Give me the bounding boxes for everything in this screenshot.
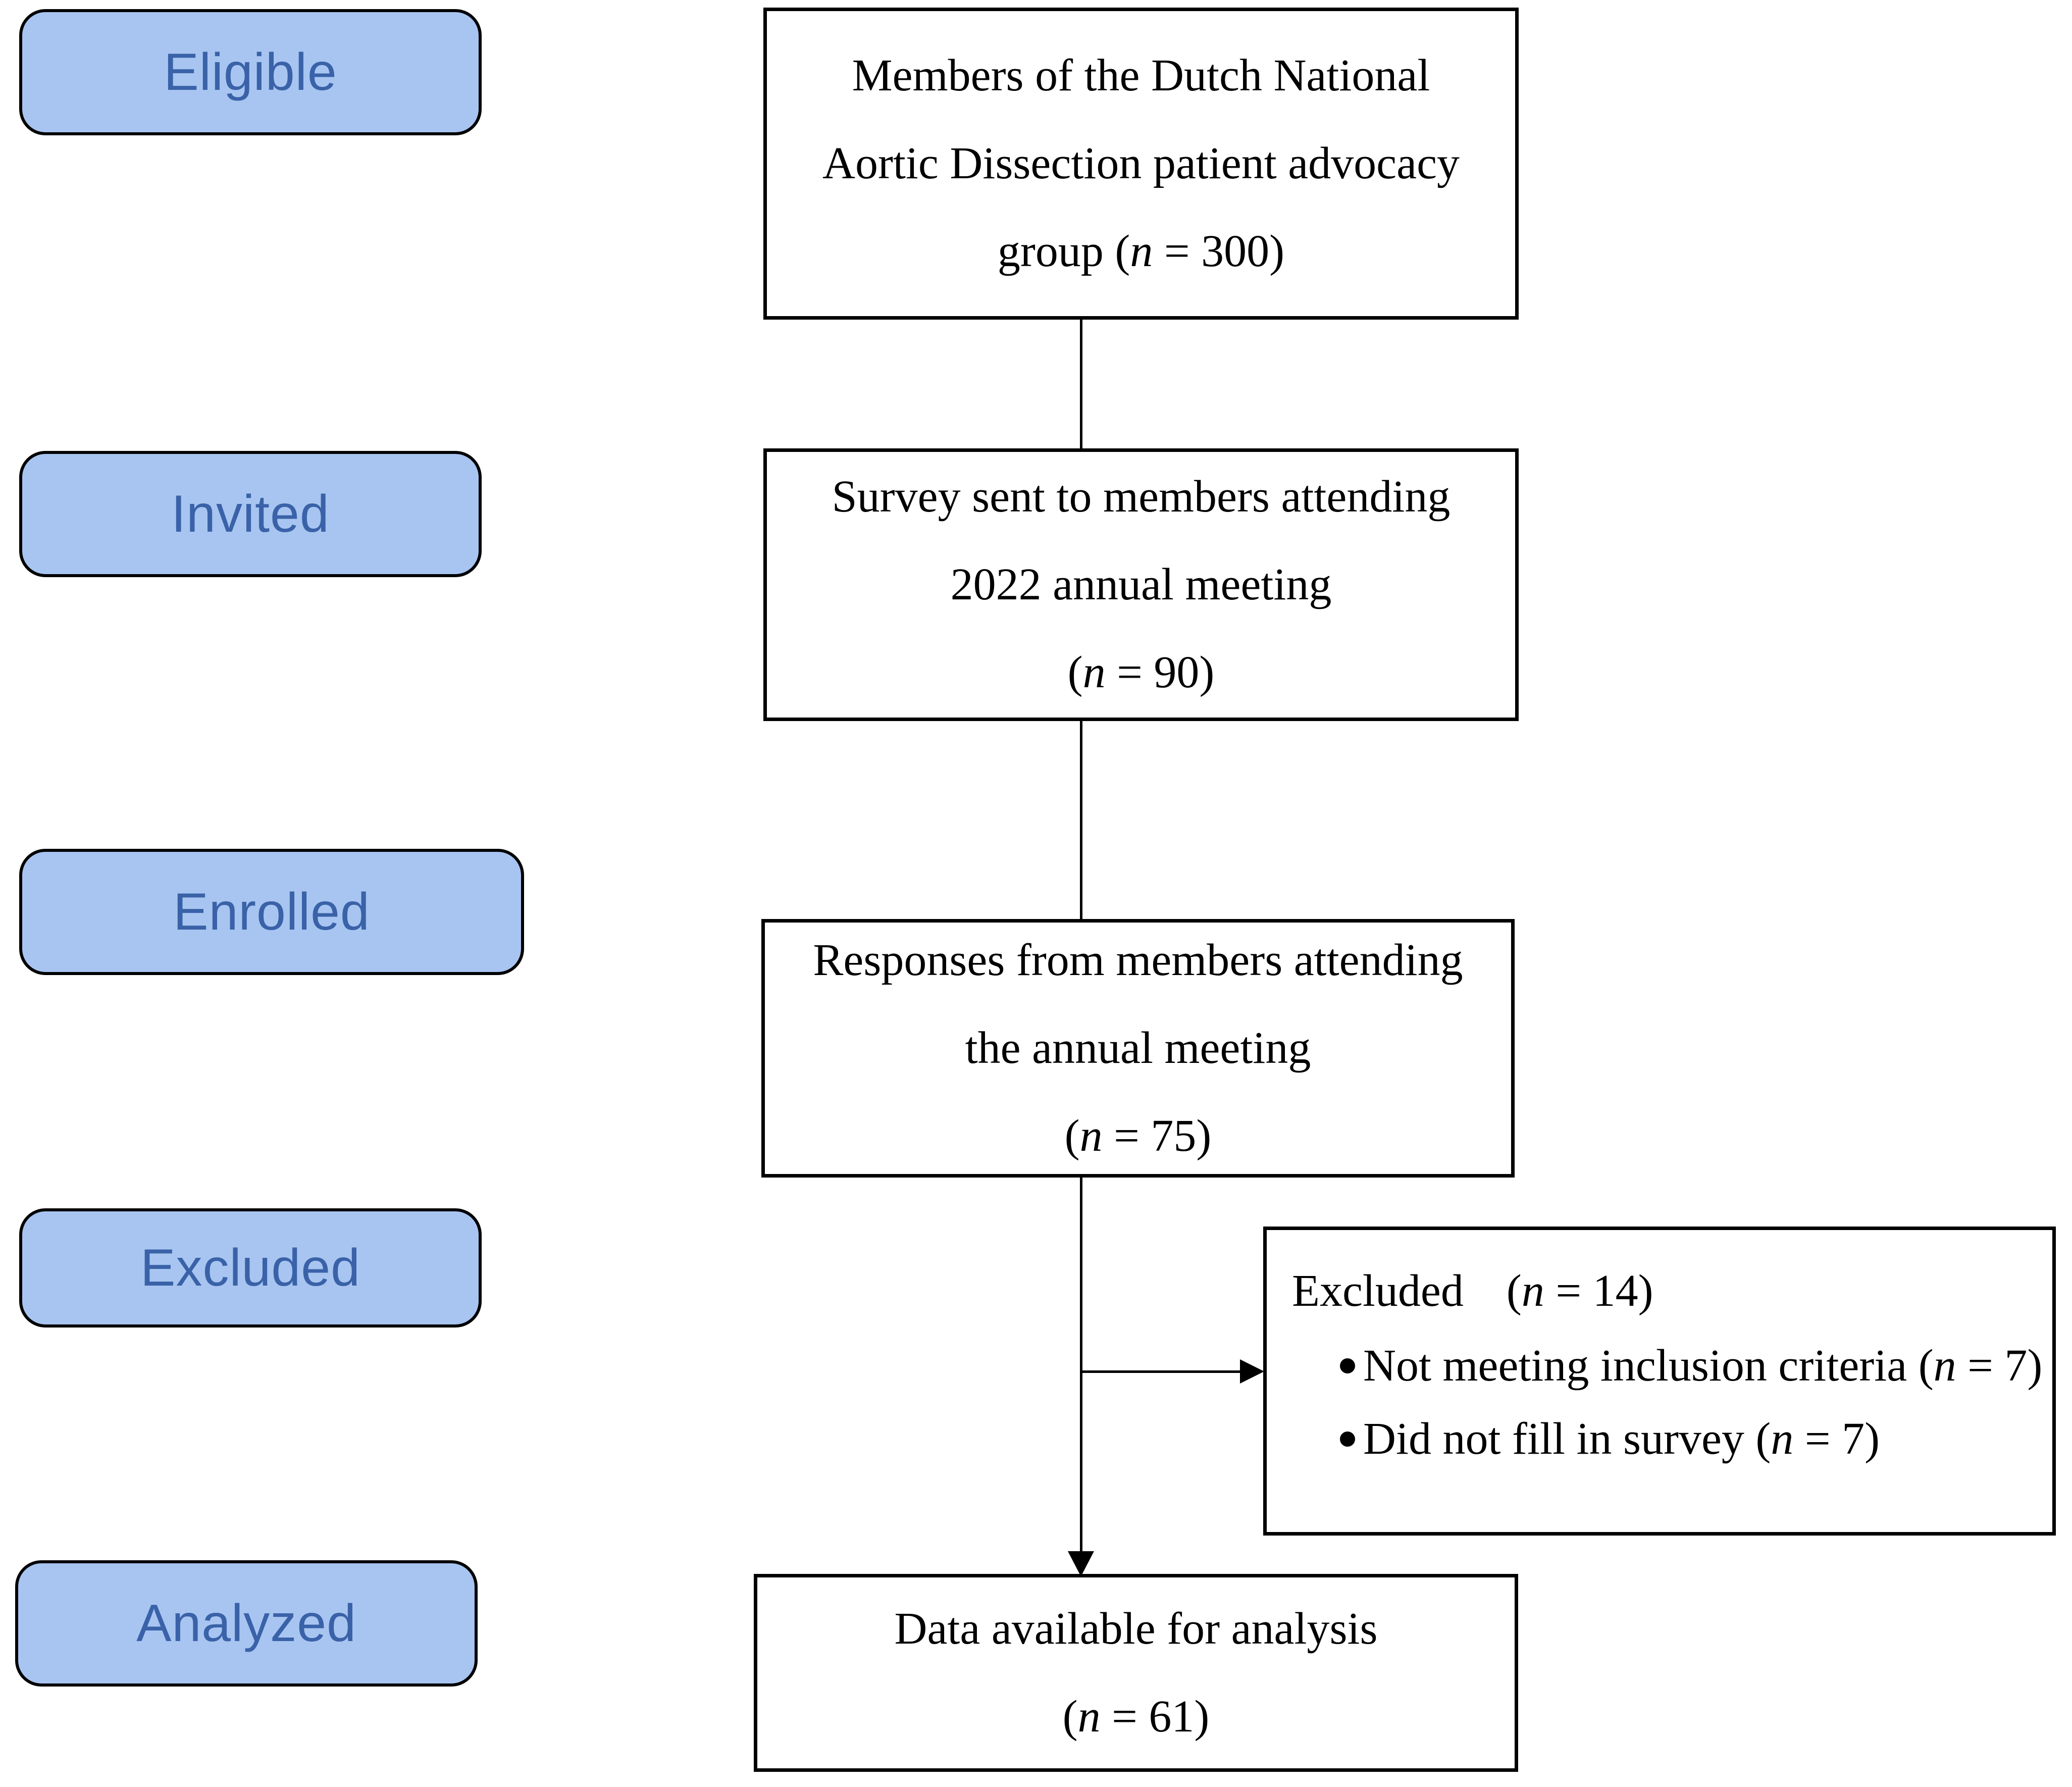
bullet-post: = 7) — [1793, 1414, 1880, 1464]
excluded-bullet-item: Did not fill in survey (n = 7) — [1292, 1402, 2037, 1475]
stat-post: = 61) — [1100, 1692, 1210, 1742]
bullet-pre: Not meeting inclusion criteria ( — [1363, 1341, 1934, 1391]
stat-post: = 14) — [1544, 1266, 1653, 1316]
connector-box2-box3 — [1080, 721, 1082, 919]
stage-label-excluded: Excluded — [140, 1238, 360, 1297]
stat-pre: ( — [1506, 1266, 1522, 1316]
stat-n: n — [1079, 1111, 1103, 1161]
box-stat-line: (n = 75) — [1065, 1092, 1212, 1180]
flow-box-eligible-members: Members of the Dutch National Aortic Dis… — [763, 8, 1519, 320]
flow-box-analyzed-data: Data available for analysis (n = 61) — [754, 1574, 1518, 1772]
flow-box-survey-sent: Survey sent to members attending 2022 an… — [763, 448, 1519, 721]
connector-box1-box2 — [1080, 320, 1082, 448]
excluded-title-line: Excluded (n = 14) — [1292, 1253, 2037, 1329]
stat-n: n — [1082, 647, 1106, 697]
box-line: Survey sent to members attending — [832, 472, 1451, 522]
stage-pill-excluded: Excluded — [19, 1208, 482, 1328]
stat-n: n — [1771, 1414, 1794, 1464]
box-line: Data available for analysis — [894, 1604, 1378, 1654]
stat-post: = 75) — [1102, 1111, 1212, 1161]
box-stat-line: group (n = 300) — [998, 208, 1284, 295]
stat-pre: ( — [1062, 1692, 1078, 1742]
bullet-pre: Did not fill in survey ( — [1363, 1414, 1771, 1464]
bullet-dot-icon — [1340, 1358, 1355, 1373]
flow-box-excluded: Excluded(n = 14) Not meeting inclusion c… — [1263, 1227, 2056, 1536]
bullet-post: = 7) — [1956, 1341, 2043, 1391]
stage-pill-eligible: Eligible — [19, 9, 482, 135]
box-stat-line: (n = 90) — [1068, 629, 1215, 717]
stat-n: n — [1130, 226, 1153, 276]
connector-branch-excluded — [1081, 1370, 1241, 1373]
arrowhead-right-icon — [1240, 1359, 1264, 1384]
stage-label-invited: Invited — [171, 484, 330, 543]
connector-box3-box5 — [1080, 1178, 1082, 1554]
stage-label-analyzed: Analyzed — [136, 1594, 356, 1653]
box-stat-line: (n = 61) — [1063, 1673, 1210, 1761]
stat-pre: ( — [1064, 1111, 1080, 1161]
bullet-dot-icon — [1340, 1431, 1355, 1447]
excluded-stat: (n = 14) — [1507, 1266, 1653, 1316]
stat-pre: group ( — [997, 226, 1130, 276]
box-line: Responses from members attending — [813, 935, 1463, 985]
excluded-bullet-item: Not meeting inclusion criteria (n = 7) — [1292, 1329, 2042, 1402]
stat-post: = 300) — [1153, 226, 1285, 276]
stat-post: = 90) — [1105, 647, 1215, 697]
stage-label-eligible: Eligible — [164, 42, 337, 101]
stage-pill-invited: Invited — [19, 451, 482, 577]
stage-label-enrolled: Enrolled — [173, 882, 370, 941]
stat-n: n — [1521, 1266, 1544, 1316]
excluded-title: Excluded — [1292, 1266, 1464, 1316]
box-line: the annual meeting — [965, 1023, 1311, 1073]
stat-pre: ( — [1067, 647, 1083, 697]
flow-box-responses: Responses from members attending the ann… — [761, 919, 1515, 1178]
box-line: Members of the Dutch National — [852, 50, 1430, 100]
bullet-text: Not meeting inclusion criteria (n = 7) — [1363, 1329, 2042, 1402]
arrowhead-down-icon — [1068, 1551, 1094, 1576]
stage-pill-analyzed: Analyzed — [15, 1560, 478, 1687]
box-line: Aortic Dissection patient advocacy — [822, 138, 1460, 188]
stat-n: n — [1933, 1341, 1956, 1391]
bullet-text: Did not fill in survey (n = 7) — [1363, 1402, 1880, 1475]
stage-pill-enrolled: Enrolled — [19, 849, 524, 975]
stat-n: n — [1077, 1692, 1101, 1742]
box-line: 2022 annual meeting — [950, 559, 1332, 609]
